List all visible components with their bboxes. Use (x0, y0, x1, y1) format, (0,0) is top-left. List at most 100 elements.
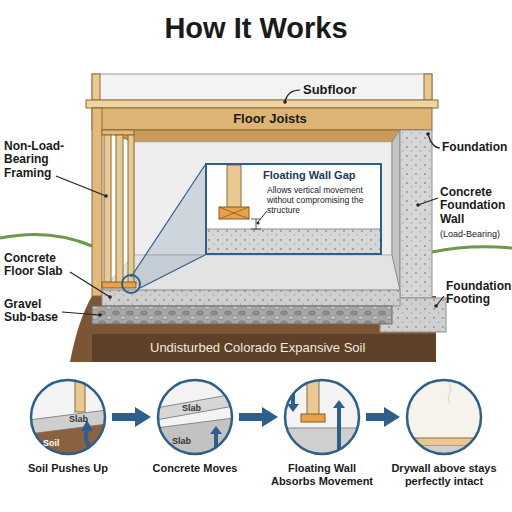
leader-dot (98, 313, 102, 317)
zoom-circle (122, 275, 140, 293)
bottom-plate (102, 282, 136, 288)
step-illustration (156, 378, 234, 456)
leader-dot (426, 132, 430, 136)
step-circle-outline (158, 380, 232, 454)
diagram-title: How It Works (0, 12, 512, 44)
step-background (283, 378, 361, 456)
motion-arrow (337, 408, 341, 450)
leader-line (436, 296, 444, 306)
foundation-wall-face (392, 130, 400, 290)
hairline (448, 382, 451, 404)
floor-slab (102, 290, 400, 306)
part-label: Subfloor (303, 83, 356, 98)
flow-arrow (239, 413, 262, 421)
motion-arrow-head (333, 400, 345, 408)
upper-stud (424, 74, 432, 100)
node-text: Soil (43, 438, 60, 448)
step-scene (156, 378, 234, 456)
flow-arrow (366, 413, 384, 421)
step-circle: SlabSlabConcrete Moves (156, 378, 234, 456)
step-background (29, 378, 107, 456)
leader-dot (108, 295, 112, 299)
motion-arrow-head (210, 426, 222, 434)
step-circle: Drywall above stays perfectly intact (405, 378, 483, 456)
bottom-plate (301, 414, 325, 422)
joist-underside (102, 130, 424, 142)
soil (29, 424, 107, 456)
leader-dot (416, 203, 420, 207)
step-caption: Soil Pushes Up (13, 462, 123, 475)
leader-dot (104, 194, 108, 198)
foundation-wall (400, 130, 432, 298)
slab-texture (102, 290, 400, 306)
framing-stud (128, 135, 134, 284)
step-scene (283, 378, 361, 456)
part-label: Floor Joists (215, 112, 325, 127)
subfloor (86, 100, 438, 108)
inset-box: Floating Wall GapAllows vertical movemen… (205, 163, 382, 255)
leader-dot (283, 100, 287, 104)
step-circle-outline (31, 380, 105, 454)
bottom-plate (219, 207, 249, 219)
part-label: Undisturbed Colorado Expansive Soil (150, 341, 430, 356)
upper-stud (92, 74, 100, 100)
framing-stud (116, 135, 123, 284)
step-illustration (29, 378, 107, 456)
part-label: Foundation Footing (446, 280, 512, 307)
step-illustration (283, 378, 361, 456)
slab (207, 229, 380, 253)
step-scene (405, 378, 483, 456)
wall-post (92, 108, 102, 296)
step-circle: SlabSoilSoil Pushes Up (29, 378, 107, 456)
step-illustration (405, 378, 483, 456)
leader-line (70, 272, 110, 297)
step-caption: Drywall above stays perfectly intact (389, 462, 499, 487)
slab-edge (207, 229, 380, 230)
part-label: Foundation (442, 141, 507, 154)
plate-mark (219, 207, 249, 219)
step-caption: Concrete Moves (140, 462, 250, 475)
gravel-sub-base (92, 306, 392, 324)
step-circle-outline (285, 380, 359, 454)
step-circle: Floating Wall Absorbs Movement (283, 378, 361, 456)
leader-line (428, 134, 440, 148)
plate-mark (219, 207, 249, 219)
step-background (156, 378, 234, 456)
leader-dot (434, 304, 438, 308)
step-caption: Floating Wall Absorbs Movement (267, 462, 377, 487)
leader-line (56, 176, 106, 196)
slab (156, 418, 234, 456)
framing-stud (104, 135, 111, 284)
grass-line (0, 234, 92, 246)
node-text: Slab (69, 414, 88, 424)
node-text: Slab (182, 403, 201, 413)
foundation-wall-texture (400, 130, 432, 298)
part-label: Non-Load-Bearing Framing (4, 140, 80, 180)
flow-arrow (112, 413, 135, 421)
step-circle-outline (407, 380, 481, 454)
top-plate (102, 130, 134, 135)
drywall (405, 378, 483, 456)
step-scene (29, 378, 107, 456)
node-text: Slab (172, 436, 191, 446)
leader-line (285, 90, 300, 101)
soil-deep (92, 334, 436, 362)
gap-pointer-dot (256, 221, 259, 224)
wall-stud (227, 165, 241, 209)
leader-line (62, 312, 100, 315)
node-text: Allows vertical movement without comprom… (267, 186, 377, 215)
part-label: Gravel Sub-base (4, 298, 64, 325)
slab (156, 394, 234, 420)
floor-joists (92, 108, 432, 130)
leader-line (418, 198, 438, 205)
slab-texture (207, 229, 380, 253)
gap-pointer (258, 211, 267, 222)
motion-arrow-head (287, 404, 299, 412)
gap-dimension (256, 219, 257, 229)
part-label: Concrete Foundation Wall (440, 186, 512, 226)
box-heading: Floating Wall Gap (263, 169, 378, 182)
part-label: Concrete Floor Slab (4, 252, 82, 279)
